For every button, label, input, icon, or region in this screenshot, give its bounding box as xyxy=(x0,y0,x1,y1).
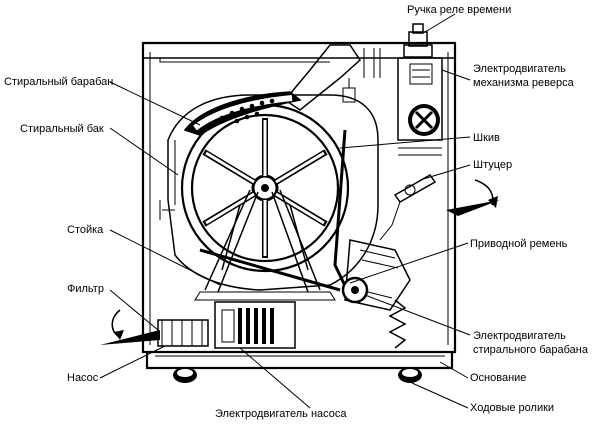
label-reverse-motor-line1: Электродвигатель xyxy=(473,63,566,75)
label-pump-motor: Электродвигатель насоса xyxy=(215,408,347,420)
labels: Ручка реле времени Электродвигатель меха… xyxy=(4,4,589,420)
label-drum-motor-line2: стирального барабана xyxy=(473,344,589,356)
label-post: Стойка xyxy=(67,224,104,236)
label-base: Основание xyxy=(470,372,526,384)
support-post xyxy=(194,189,336,301)
label-filter: Фильтр xyxy=(67,283,104,295)
pump-motor xyxy=(214,301,296,349)
casters xyxy=(173,367,422,383)
top-bracket xyxy=(283,44,381,111)
door-lever xyxy=(446,179,500,216)
label-fitting: Штуцер xyxy=(473,159,512,171)
label-pulley: Шкив xyxy=(473,132,500,144)
label-timer-knob: Ручка реле времени xyxy=(407,4,511,16)
washing-drum xyxy=(180,91,350,273)
label-drum-motor-line1: Электродвигатель xyxy=(473,330,566,342)
leader-lines xyxy=(99,13,471,409)
drive-belt xyxy=(199,129,350,293)
pump xyxy=(100,309,209,347)
label-casters: Ходовые ролики xyxy=(470,402,554,414)
label-belt: Приводной ремень xyxy=(470,238,568,250)
timer-knob xyxy=(403,23,433,58)
fitting xyxy=(379,174,437,241)
reverse-mechanism-motor xyxy=(397,57,443,156)
label-pump: Насос xyxy=(67,372,99,384)
label-reverse-motor-line2: механизма реверса xyxy=(473,77,575,89)
label-tub: Стиральный бак xyxy=(20,123,104,135)
drum-motor xyxy=(341,239,411,349)
label-drum: Стиральный барабан xyxy=(4,76,113,88)
